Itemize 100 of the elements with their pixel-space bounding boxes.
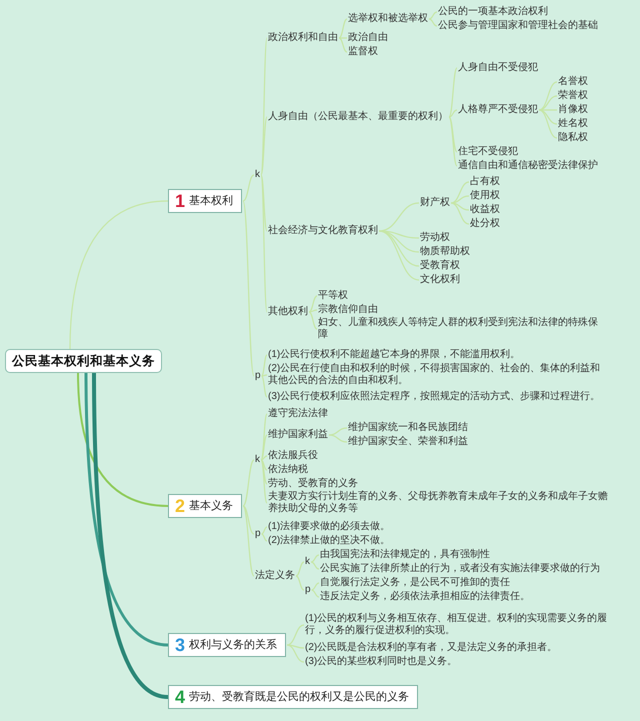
topic-box	[168, 685, 418, 709]
branch-text: 使用权	[470, 190, 500, 202]
branch-line	[310, 554, 320, 563]
branch-line	[450, 202, 470, 225]
branch-text: k	[255, 169, 260, 181]
branch-line	[260, 455, 268, 461]
branch-line	[308, 309, 318, 313]
branch-line	[242, 506, 254, 576]
branch-text: 姓名权	[558, 118, 588, 130]
branch-text: 依法服兵役	[268, 450, 318, 462]
branch-line	[262, 374, 268, 377]
branch-text: 人身自由不受侵犯	[458, 62, 538, 74]
branch-text: (3)公民的某些权利同时也是义务。	[305, 656, 458, 668]
branch-line	[448, 68, 458, 118]
branch-line	[296, 575, 304, 591]
branch-line	[378, 230, 420, 281]
branch-text: 政治自由	[348, 32, 388, 44]
branch-text: (1)公民行使权利不能超越它本身的界限，不能滥用权利。	[268, 349, 520, 361]
branch-text: 受教育权	[420, 260, 460, 272]
branch-line	[448, 109, 458, 118]
branch-text: k	[255, 454, 260, 466]
branch-text: 通信自由和通信秘密受法律保护	[458, 160, 598, 172]
branch-line	[308, 295, 318, 313]
branch-line	[328, 434, 348, 443]
branch-text: 遵守宪法法律	[268, 408, 328, 420]
branch-text: 由我国宪法和法律规定的，具有强制性	[320, 549, 490, 561]
branch-line	[260, 174, 268, 312]
branch-line	[450, 202, 470, 211]
branch-text: 处分权	[470, 218, 500, 230]
branch-line	[538, 109, 558, 125]
branch-line	[84, 372, 168, 646]
branch-line	[242, 174, 254, 202]
branch-text: 名誉权	[558, 76, 588, 88]
branch-line	[339, 37, 347, 39]
branch-text: 人身自由（公民最基本、最重要的权利）	[268, 111, 448, 123]
branch-line	[296, 561, 304, 577]
branch-text: (2)法律禁止做的坚决不做。	[268, 535, 390, 547]
branch-text: 妇女、儿童和残疾人等特定人群的权利受到宪法和法律的特殊保障	[318, 317, 600, 341]
branch-line	[448, 116, 458, 166]
branch-text: 维护国家利益	[268, 429, 328, 441]
branch-line	[311, 582, 320, 591]
branch-line	[378, 230, 420, 267]
branch-line	[261, 376, 268, 398]
branch-line	[338, 37, 348, 53]
topic-title: 基本权利	[189, 194, 234, 208]
branch-line	[287, 644, 304, 649]
branch-text: p	[255, 528, 261, 540]
branch-line	[428, 18, 438, 27]
branch-line	[286, 644, 304, 663]
branch-line	[261, 354, 268, 376]
branch-text: 违反法定义务，必须依法承担相应的法律责任。	[320, 591, 530, 603]
branch-line	[260, 460, 268, 484]
branch-line	[92, 372, 168, 699]
topic-box	[168, 189, 242, 213]
branch-text: 夫妻双方实行计划生育的义务、父母抚养教育未成年子女的义务和成年子女赡养扶助父母的义务等	[268, 491, 613, 515]
branch-line	[450, 195, 470, 204]
branch-line	[311, 589, 320, 598]
branch-text: 法定义务	[255, 570, 295, 582]
branch-line	[260, 460, 268, 504]
branch-text: 政治权利和自由	[268, 32, 338, 44]
branch-line	[260, 174, 268, 232]
branch-line	[242, 200, 255, 376]
branch-text: 荣誉权	[558, 90, 588, 102]
branch-text: 监督权	[348, 46, 378, 58]
topic-number: 1	[175, 191, 186, 211]
branch-text: 劳动、受教育的义务	[268, 478, 358, 490]
branch-line	[260, 38, 268, 176]
branch-line	[448, 116, 458, 152]
branch-line	[260, 116, 268, 176]
branch-text: 依法纳税	[268, 464, 308, 476]
branch-line	[261, 526, 268, 535]
branch-line	[538, 95, 558, 111]
branch-line	[539, 109, 557, 111]
branch-line	[308, 311, 318, 330]
branch-text: 住宅不受侵犯	[458, 146, 518, 158]
topic-box	[168, 494, 242, 518]
branch-line	[242, 460, 254, 506]
branch-line	[69, 200, 168, 350]
branch-text: 其他权利	[268, 306, 308, 318]
branch-line	[261, 533, 268, 542]
branch-text: 社会经济与文化教育权利	[268, 225, 378, 237]
branch-line	[338, 18, 348, 39]
branch-line	[378, 202, 420, 232]
topic-title: 劳动、受教育既是公民的权利又是公民的义务	[189, 690, 410, 704]
topic-number: 4	[175, 687, 186, 707]
topic-number: 3	[175, 635, 186, 655]
branch-text: 财产权	[420, 197, 450, 209]
branch-text: 收益权	[470, 204, 500, 216]
branch-text: 文化权利	[420, 274, 460, 286]
branch-text: 维护国家安全、荣誉和利益	[348, 436, 468, 448]
branch-line	[77, 372, 168, 507]
branch-line	[260, 414, 268, 460]
branch-line	[538, 109, 558, 139]
branch-text: 劳动权	[420, 232, 450, 244]
branch-line	[242, 505, 254, 535]
branch-line	[310, 561, 320, 570]
branch-text: (3)公民行使权利应依照法定程序，按照规定的活动方式、步骤和过程进行。	[268, 391, 600, 403]
branch-text: p	[305, 584, 311, 596]
branch-line	[450, 181, 470, 204]
branch-text: 隐私权	[558, 132, 588, 144]
